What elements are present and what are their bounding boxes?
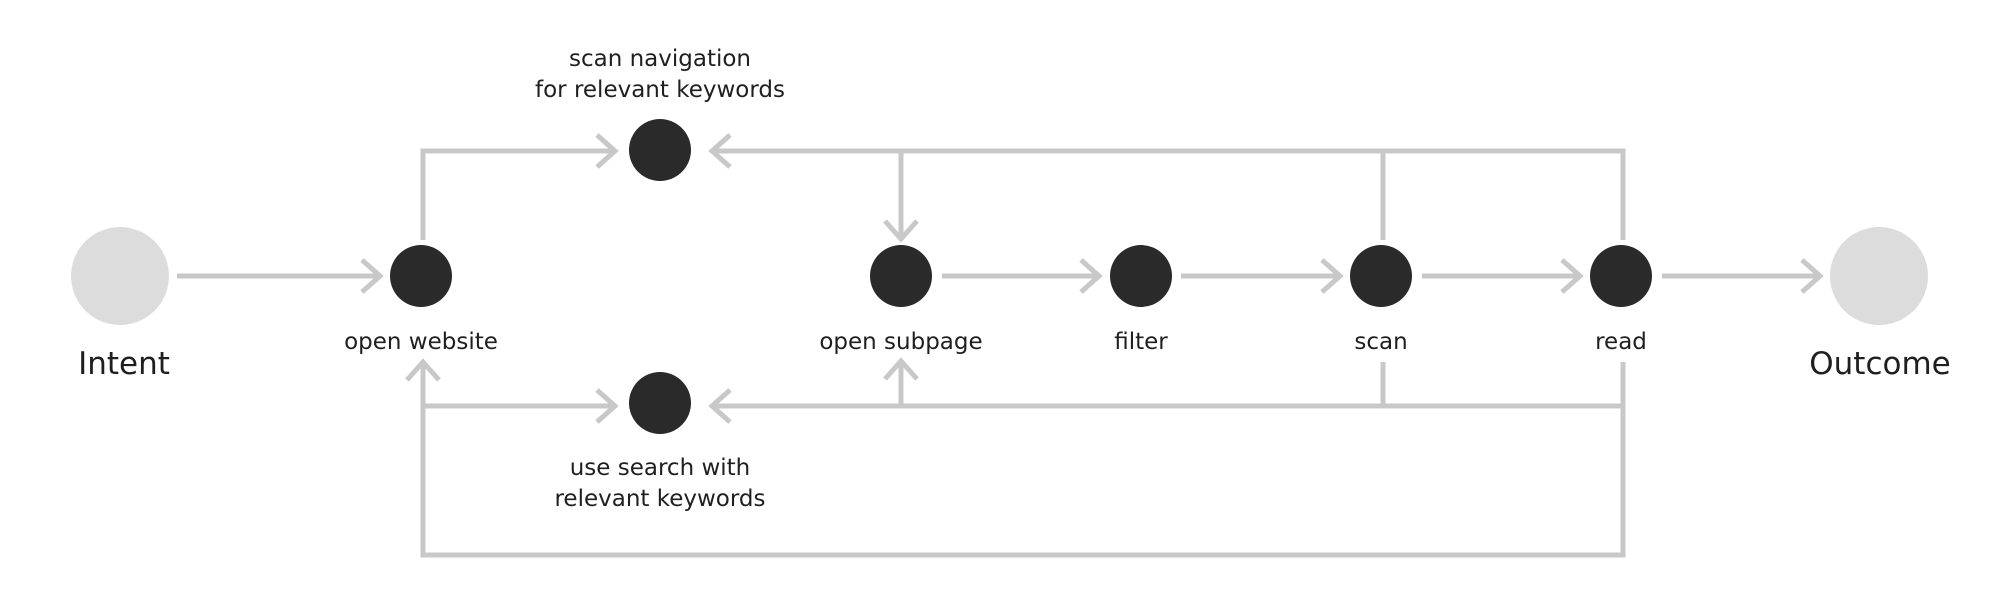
scan-navigation-node: [629, 119, 691, 181]
arrowhead-read-left: [1560, 258, 1584, 294]
edge-open-website-to-scan-navigation: [420, 148, 615, 240]
open-website-node: [390, 245, 452, 307]
arrowhead-scan-navigation-right: [708, 133, 732, 169]
edge-read-to-open-website-loop: [420, 362, 1626, 558]
arrowhead-outcome-left: [1800, 258, 1824, 294]
scan-node: [1350, 245, 1412, 307]
intent-node: [71, 227, 169, 325]
intent-label: Intent: [78, 346, 170, 382]
arrowhead-scan-left: [1320, 258, 1344, 294]
edge-open-website-to-use-search: [420, 368, 615, 409]
filter-node: [1110, 245, 1172, 307]
scan-navigation-label-line1: scan navigation: [569, 46, 751, 72]
open-website-label: open website: [344, 329, 498, 355]
open-subpage-label: open subpage: [819, 329, 982, 355]
use-search-node: [629, 372, 691, 434]
read-label: read: [1595, 329, 1647, 355]
open-subpage-node: [870, 245, 932, 307]
use-search-label-line2: relevant keywords: [554, 486, 765, 512]
arrowhead-open-subpage-top: [883, 219, 919, 243]
arrowhead-filter-left: [1079, 258, 1103, 294]
outcome-label: Outcome: [1809, 346, 1950, 382]
edge-bottom-return: [712, 362, 1626, 409]
scan-navigation-label-line2: for relevant keywords: [535, 77, 785, 103]
arrowhead-open-subpage-bottom: [883, 357, 919, 381]
read-node: [1590, 245, 1652, 307]
outcome-node: [1830, 227, 1928, 325]
use-search-label-line1: use search with: [570, 455, 751, 481]
arrowhead-open-website-bottom: [405, 358, 441, 382]
filter-label: filter: [1114, 329, 1168, 355]
arrowhead-use-search-left: [595, 388, 619, 424]
arrowhead-open-website-left: [360, 258, 384, 294]
scan-label: scan: [1354, 329, 1407, 355]
edge-top-return: [712, 148, 1626, 240]
arrowhead-use-search-right: [708, 388, 732, 424]
arrowhead-scan-navigation-left: [595, 133, 619, 169]
